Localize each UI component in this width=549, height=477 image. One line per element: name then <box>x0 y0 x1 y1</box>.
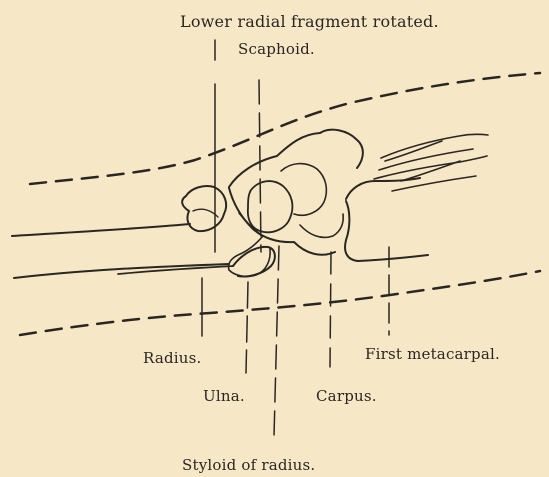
label-first-metacarpal: First metacarpal. <box>365 345 500 363</box>
pointer-scaphoid <box>259 80 261 252</box>
pointer-styloid <box>274 246 279 436</box>
carpal-arc <box>229 130 363 187</box>
metacarpal-base <box>346 178 420 199</box>
label-lower-radial-fragment: Lower radial fragment rotated. <box>180 13 439 31</box>
palmar-dashed-outline <box>20 271 540 335</box>
metacarpal-shaft-upper <box>345 201 428 261</box>
pointer-carpus <box>330 252 331 367</box>
label-ulna: Ulna. <box>203 387 245 405</box>
label-carpus: Carpus. <box>316 387 377 405</box>
carpal-lower-arc <box>229 188 335 255</box>
carpal-inner-capitate <box>300 214 343 237</box>
metacarpal-line-5 <box>392 176 476 191</box>
label-radius: Radius. <box>143 349 202 367</box>
radius-shaft-lower <box>14 264 229 278</box>
label-styloid-of-radius: Styloid of radius. <box>182 456 315 474</box>
first-metacarpal-line <box>381 134 488 158</box>
label-scaphoid: Scaphoid. <box>238 40 315 58</box>
carpal-inner-lunate <box>281 164 326 216</box>
radius-shaft-upper <box>12 224 190 236</box>
carpal-inner-scaphoid <box>248 181 293 232</box>
pointer-ulna <box>246 282 248 373</box>
metacarpal-line-4 <box>385 141 442 161</box>
